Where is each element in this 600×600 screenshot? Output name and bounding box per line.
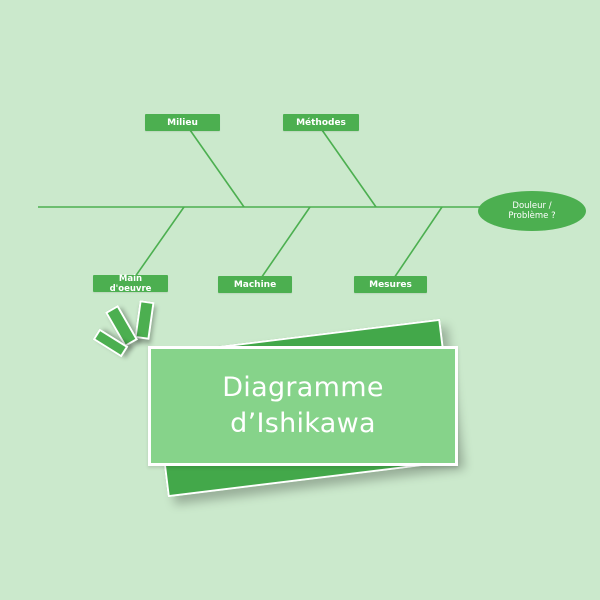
cause-label-main-line1: Main <box>118 273 143 284</box>
cause-label-main-line2: d'oeuvre <box>109 283 152 294</box>
cause-label-milieu: Milieu <box>145 114 220 131</box>
bone-machine <box>256 206 311 285</box>
cause-label-machine: Machine <box>218 276 292 293</box>
effect-label: Douleur / Problème ? <box>508 201 556 221</box>
cause-label-mesures: Mesures <box>354 276 427 293</box>
cause-label-main-doeuvre: Main d'oeuvre <box>93 273 168 294</box>
title-card: Diagramme d’Ishikawa <box>148 346 458 466</box>
bone-methodes <box>321 129 377 208</box>
title-line-1: Diagramme <box>222 372 384 403</box>
bone-main-doeuvre <box>129 206 185 285</box>
bone-milieu <box>189 129 245 208</box>
cause-label-methodes: Méthodes <box>283 114 359 131</box>
effect-ellipse: Douleur / Problème ? <box>478 191 586 231</box>
title-line-2: d’Ishikawa <box>230 408 376 439</box>
bone-mesures <box>389 206 443 285</box>
